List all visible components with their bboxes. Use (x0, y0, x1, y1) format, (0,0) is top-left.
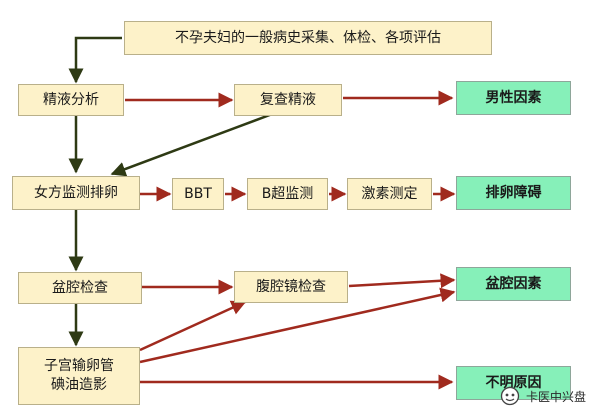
watermark-text: 卡医中兴盘 (525, 389, 586, 404)
arrow-hsg-to-pelvic-factor (139, 287, 456, 364)
node-intake: 不孕夫妇的一般病史采集、体检、各项评估 (124, 21, 492, 55)
node-semen-recheck: 复查精液 (234, 84, 342, 116)
node-pelvic-exam: 盆腔检查 (18, 272, 142, 304)
node-hormone-test: 激素测定 (347, 178, 432, 210)
watermark-logo-icon (500, 386, 520, 406)
arrow-laparoscopy-to-pelvic-factor (348, 273, 456, 289)
watermark: 卡医中兴盘 (500, 385, 586, 407)
node-male-factor: 男性因素 (456, 81, 571, 115)
node-b-ultrasound: B超监测 (247, 178, 328, 210)
node-bbt: BBT (172, 178, 224, 210)
node-laparoscopy: 腹腔镜检查 (234, 271, 348, 303)
arrow-recheck-to-ovulation (110, 111, 276, 177)
node-pelvic-factor: 盆腔因素 (456, 267, 571, 301)
arrow-intake-to-semen (68, 36, 122, 84)
arrow-hsg-to-laparoscopy (139, 300, 247, 352)
node-unexplained: 不明原因 (456, 366, 571, 400)
node-hsg: 子宫输卵管 碘油造影 (18, 347, 140, 405)
node-hsg-line2: 碘油造影 (51, 377, 107, 393)
node-ovulation-disorder: 排卵障碍 (456, 176, 571, 210)
node-ovulation-monitoring: 女方监测排卵 (12, 176, 140, 210)
node-hsg-line1: 子宫输卵管 (44, 358, 114, 375)
node-semen-analysis: 精液分析 (18, 84, 124, 116)
